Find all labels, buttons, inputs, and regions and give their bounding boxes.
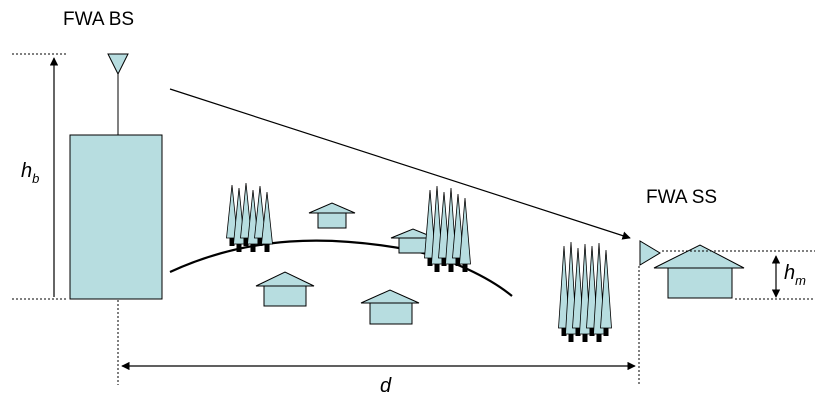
tree <box>254 185 266 246</box>
subscriber-house <box>653 244 745 299</box>
terrain-hill <box>169 239 513 297</box>
ss-height-label: hm <box>784 262 806 288</box>
bs-antenna <box>107 53 129 135</box>
bs-building <box>69 134 163 300</box>
tree <box>226 184 238 246</box>
bs-height-dimension: hb <box>12 53 66 300</box>
ss-antenna-triangle <box>639 240 661 266</box>
tree-cluster-middle <box>424 185 471 272</box>
ss-height-dimension: hm <box>662 250 815 300</box>
bs-height-label: hb <box>21 160 39 186</box>
house <box>390 228 436 254</box>
tree <box>240 182 252 246</box>
bs-antenna-triangle <box>107 53 129 76</box>
tree <box>261 191 273 252</box>
tree <box>600 249 612 336</box>
distance-label: d <box>380 375 392 397</box>
house <box>255 271 315 307</box>
tree <box>459 197 471 272</box>
tree-cluster-right <box>558 241 612 342</box>
tree-cluster-left <box>226 182 273 252</box>
distance-dimension: d <box>117 266 640 397</box>
tree-clusters <box>226 182 612 342</box>
house <box>360 289 420 325</box>
line-of-sight-arrow <box>169 88 631 240</box>
tree <box>452 193 464 266</box>
house <box>308 202 356 229</box>
base-station-label: FWA BS <box>63 9 134 30</box>
subscriber-station-label: FWA SS <box>646 187 717 208</box>
